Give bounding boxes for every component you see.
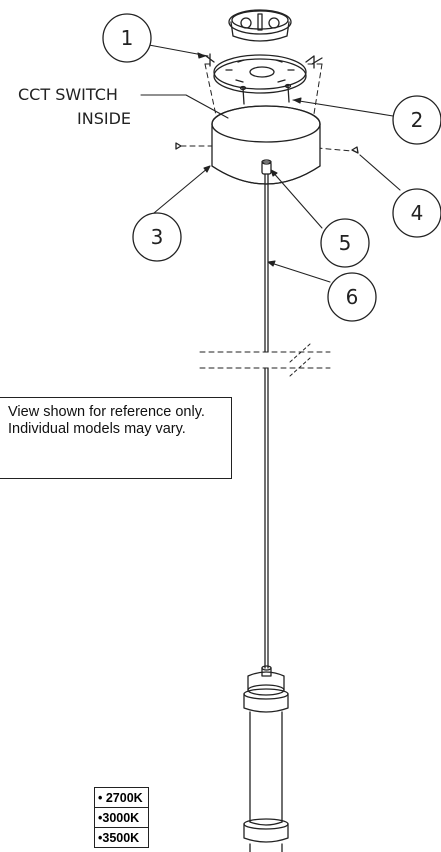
cct-option: •3500K: [94, 827, 149, 848]
cct-row: •3000K: [94, 807, 149, 828]
set-screw-icon: [175, 142, 359, 154]
cct-row: •3500K: [94, 827, 149, 848]
leader-lines: [140, 44, 401, 283]
callout-5: 5: [320, 218, 370, 268]
cct-options-table-wrap: • 2700K •3000K •3500K: [90, 785, 154, 852]
callout-1: 1: [102, 13, 152, 63]
suspension-cable-icon: [264, 173, 269, 669]
cct-row: • 2700K: [94, 787, 149, 808]
callout-5-number: 5: [339, 231, 352, 255]
junction-box-icon: [228, 9, 292, 42]
break-lines: [199, 343, 331, 377]
callout-2-number: 2: [411, 108, 424, 132]
cct-switch-label: CCT SWITCH: [18, 85, 118, 104]
reference-note: View shown for reference only. Individua…: [0, 397, 232, 479]
pendant-tube-icon: [243, 665, 289, 852]
callout-1-number: 1: [121, 26, 134, 50]
callout-3: 3: [132, 212, 182, 262]
cct-inside-label: INSIDE: [77, 109, 131, 128]
cord-grip-icon: [261, 159, 272, 175]
callout-6: 6: [327, 272, 377, 322]
canopy-icon: [211, 105, 321, 185]
callout-4-number: 4: [411, 201, 424, 225]
callout-2: 2: [392, 95, 441, 145]
reference-note-text: View shown for reference only. Individua…: [8, 404, 205, 437]
callout-3-number: 3: [151, 225, 164, 249]
mounting-plate-icon: [205, 53, 323, 105]
cct-option: • 2700K: [94, 787, 149, 808]
cct-option: •3000K: [94, 807, 149, 828]
callout-6-number: 6: [346, 285, 359, 309]
cct-options-table: • 2700K •3000K •3500K: [94, 787, 149, 848]
callout-4: 4: [392, 188, 441, 238]
